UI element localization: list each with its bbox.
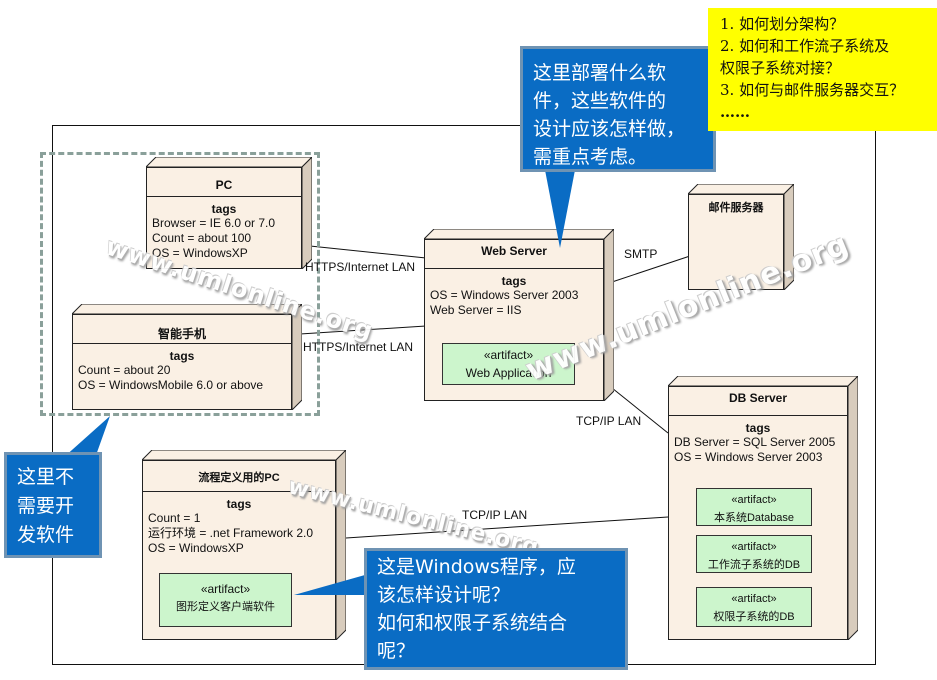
note-line: ……: [720, 103, 750, 121]
node-prop: Count = about 20: [78, 363, 171, 377]
link-flowpc-db: [345, 516, 669, 539]
node-prop: OS = WindowsMobile 6.0 or above: [78, 378, 264, 392]
note-line: 权限子系统对接？: [720, 59, 841, 77]
artifact-name: 权限子系统的DB: [713, 611, 795, 623]
callout-deploy-question: 这里部署什么软 件，这些软件的 设计应该怎样做， 需重点考虑。: [520, 46, 716, 172]
callout-bottom-tail: [294, 573, 372, 595]
callout-top-tail: [545, 170, 575, 248]
node-prop: DB Server = SQL Server 2005: [674, 435, 836, 449]
callout-windows-program: 这是Windows程序，应 该怎样设计呢？ 如何和权限子系统结合 呢？: [364, 548, 628, 670]
node-title: Web Server: [481, 244, 547, 258]
tags-label: tags: [211, 202, 237, 216]
node-prop: OS = WindowsXP: [148, 541, 244, 555]
node-prop: Count = about 100: [152, 231, 252, 245]
node-web-server[interactable]: Web Server tags OS = Windows Server 2003…: [424, 229, 614, 401]
label-pc-web: HTTPS/Internet LAN: [305, 260, 416, 274]
label-flowpc-db: TCP/IP LAN: [462, 508, 528, 522]
node-3d-shape: [668, 376, 858, 640]
label-web-mail: SMTP: [624, 247, 658, 261]
node-prop: Count = 1: [148, 511, 201, 525]
callout-line: 需要开: [17, 495, 75, 517]
artifact-db-main[interactable]: «artifact» 本系统Database: [696, 488, 812, 526]
node-title: PC: [215, 178, 233, 192]
label-phone-web: HTTPS/Internet LAN: [303, 340, 414, 354]
artifact-web-application[interactable]: «artifact» Web Application: [442, 343, 575, 385]
artifact-stereotype: «artifact»: [731, 541, 777, 553]
node-title: 智能手机: [157, 327, 206, 341]
link-pc-web: [309, 245, 427, 259]
callout-line: 发软件: [17, 524, 75, 546]
node-title: DB Server: [728, 391, 788, 405]
note-line: 3. 如何与邮件服务器交互？: [720, 81, 905, 99]
node-db-server[interactable]: DB Server tags DB Server = SQL Server 20…: [668, 376, 858, 640]
questions-note: 1. 如何划分架构？ 2. 如何和工作流子系统及 权限子系统对接？ 3. 如何与…: [708, 8, 937, 131]
node-mail-server[interactable]: 邮件服务器: [688, 184, 794, 290]
callout-line: 设计应该怎样做，: [533, 118, 686, 140]
artifact-db-workflow[interactable]: «artifact» 工作流子系统的DB: [696, 535, 812, 573]
callout-left-tail: [63, 416, 110, 458]
note-line: 2. 如何和工作流子系统及: [720, 37, 890, 55]
node-3d-shape: [688, 184, 794, 290]
callout-line: 呢？: [377, 640, 416, 662]
node-title: 流程定义用的PC: [198, 472, 280, 484]
artifact-name: 工作流子系统的DB: [707, 559, 801, 571]
node-3d-shape: [424, 229, 614, 401]
callout-line: 件，这些软件的: [533, 90, 667, 112]
artifact-name: 图形定义客户端软件: [176, 601, 275, 613]
node-3d-shape: [72, 304, 302, 410]
artifact-stereotype: «artifact»: [200, 582, 251, 596]
callout-line: 这是Windows程序，应: [377, 556, 576, 578]
node-prop: OS = WindowsXP: [152, 246, 248, 260]
artifact-stereotype: «artifact»: [483, 348, 534, 362]
callout-no-dev: 这里不 需要开 发软件: [4, 452, 102, 558]
note-line: 1. 如何划分架构？: [720, 15, 845, 33]
artifact-name: 本系统Database: [713, 512, 795, 524]
link-web-db: [611, 387, 669, 434]
tags-label: tags: [226, 497, 252, 511]
node-prop: OS = Windows Server 2003: [430, 288, 579, 302]
node-flow-definition-pc[interactable]: 流程定义用的PC tags Count = 1 运行环境 = .net Fram…: [142, 450, 346, 640]
node-prop: Browser = IE 6.0 or 7.0: [152, 216, 276, 230]
artifact-stereotype: «artifact»: [731, 593, 777, 605]
node-title: 邮件服务器: [708, 202, 764, 214]
tags-label: tags: [169, 349, 195, 363]
node-prop: 运行环境 = .net Framework 2.0: [148, 526, 314, 540]
artifact-name: Web Application: [465, 366, 552, 380]
link-web-mail: [611, 255, 691, 283]
no-dev-group-boundary: [40, 152, 320, 416]
link-phone-web: [299, 325, 427, 335]
callout-line: 该怎样设计呢？: [377, 584, 511, 606]
artifact-graphic-client[interactable]: «artifact» 图形定义客户端软件: [159, 573, 292, 627]
tags-label: tags: [501, 274, 527, 288]
node-smartphone[interactable]: 智能手机 tags Count = about 20 OS = WindowsM…: [72, 304, 302, 410]
artifact-stereotype: «artifact»: [731, 494, 777, 506]
callout-line: 这里部署什么软: [533, 62, 667, 84]
tags-label: tags: [745, 421, 771, 435]
label-web-db: TCP/IP LAN: [576, 414, 642, 428]
callout-line: 这里不: [17, 466, 75, 488]
callout-line: 需重点考虑。: [533, 146, 648, 168]
callout-line: 如何和权限子系统结合: [377, 612, 568, 634]
node-pc[interactable]: PC tags Browser = IE 6.0 or 7.0 Count = …: [146, 157, 312, 269]
artifact-db-permission[interactable]: «artifact» 权限子系统的DB: [696, 587, 812, 627]
node-prop: Web Server = IIS: [430, 303, 522, 317]
node-prop: OS = Windows Server 2003: [674, 450, 823, 464]
